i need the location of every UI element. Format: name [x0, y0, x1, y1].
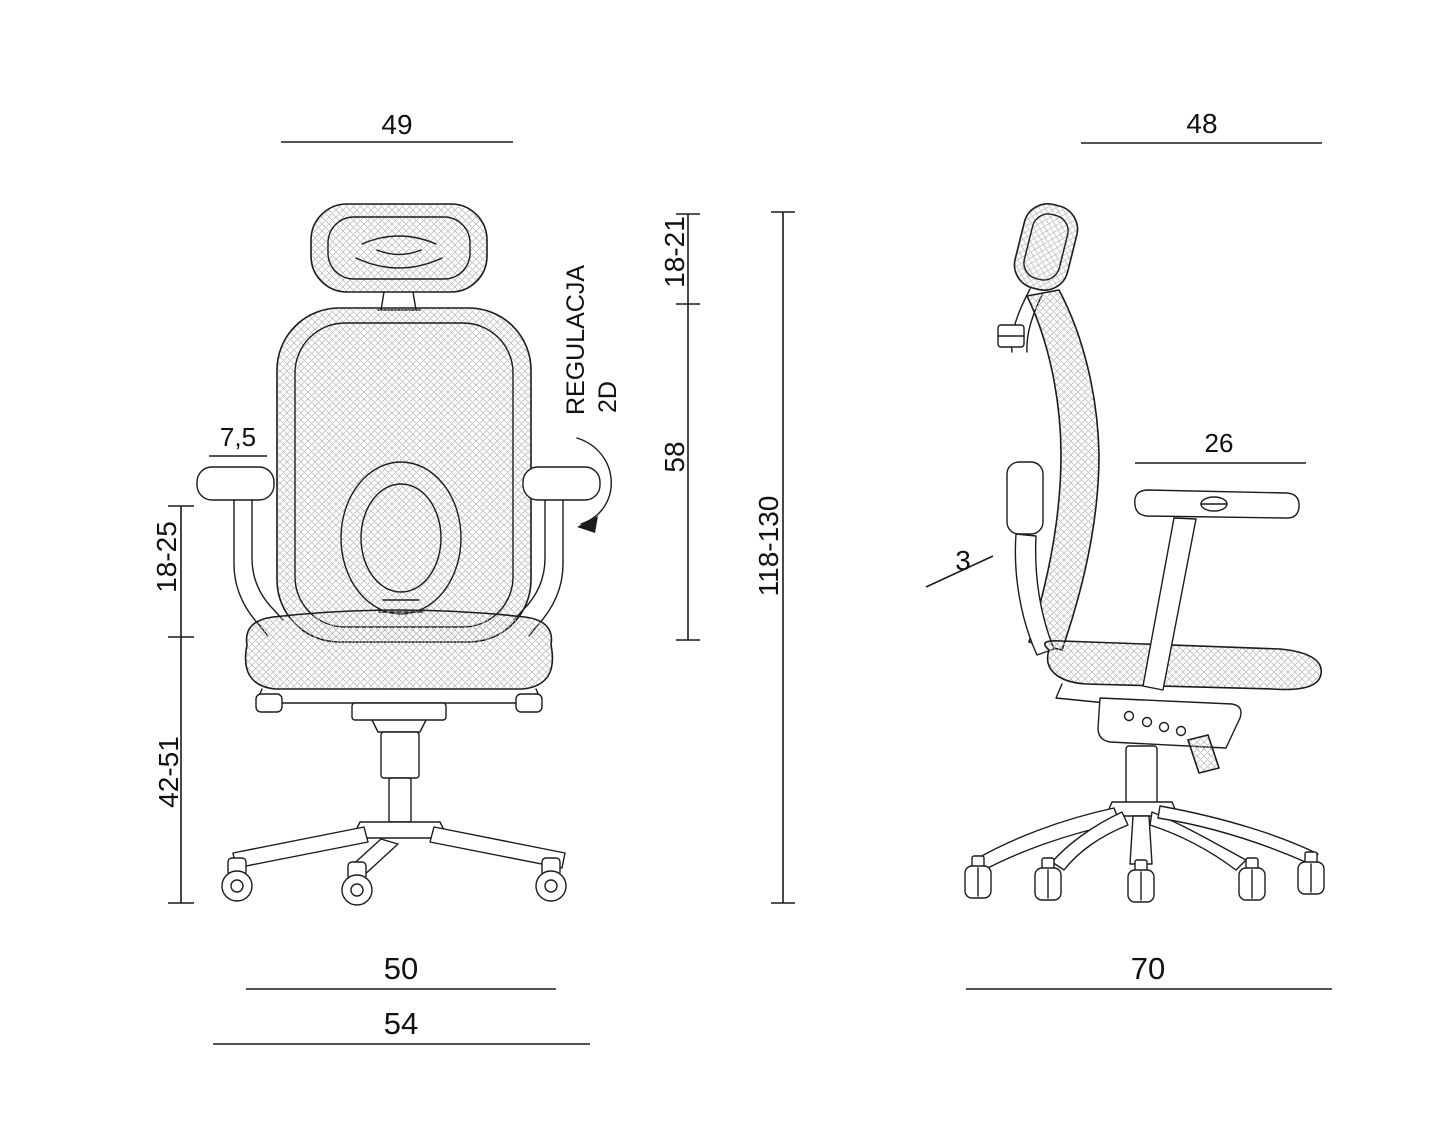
dim-front-seat-height: 42-51: [153, 637, 194, 904]
annotation-regulacja-label: REGULACJA: [562, 265, 590, 415]
side-leg-4: [1149, 811, 1247, 871]
dim-front-armrest-height: 18-25: [151, 505, 194, 638]
front-gas-lift-upper: [380, 731, 420, 779]
dim-front-seat-height-label: 42-51: [153, 736, 184, 808]
side-back-frame-bar: [1014, 533, 1055, 656]
side-caster-4: [1238, 857, 1266, 901]
front-mechanism: [351, 702, 447, 721]
adjustment-arrowhead-icon: [577, 516, 598, 533]
dim-front-headrest-width: 49: [281, 109, 513, 143]
dim-front-backrest-height: 58: [659, 304, 700, 641]
front-view-chair: [196, 203, 612, 906]
dim-side-base-depth-label: 70: [1131, 951, 1165, 986]
side-seat: [1044, 639, 1322, 691]
dim-side-top-depth: 48: [1081, 108, 1322, 144]
front-seat-pan: [255, 688, 543, 704]
front-armrest-pad-left: [196, 466, 275, 501]
dim-front-total-height: 118-130: [753, 211, 795, 904]
dim-side-seat-tilt: 3: [925, 545, 994, 588]
front-armrest-pad-right: [522, 466, 601, 501]
dim-side-seat-tilt-line: [925, 555, 994, 588]
dim-front-backrest-height-line: [676, 304, 700, 641]
annotation-regulacja-2d: REGULACJA 2D: [562, 265, 622, 415]
dim-front-seat-width: 50: [246, 951, 556, 990]
front-base-leg-left: [232, 826, 369, 869]
side-back-frame-top: [1006, 461, 1044, 535]
side-leg-2: [1051, 811, 1129, 871]
front-caster-left: [221, 857, 253, 902]
side-seat-pan: [1055, 683, 1117, 705]
dim-side-base-depth: 70: [966, 951, 1332, 990]
dim-side-armrest-length-label: 26: [1205, 428, 1234, 458]
side-adjust-hole-2: [1141, 716, 1153, 728]
dim-side-seat-tilt-label: 3: [955, 545, 971, 576]
side-gas-lift: [1125, 745, 1158, 805]
front-armrest-support-left: [233, 499, 284, 637]
side-headrest: [1013, 203, 1079, 291]
dim-front-headrest-width-label: 49: [381, 109, 412, 140]
front-base-leg-right: [429, 826, 566, 869]
adjustment-arrow-icon: [576, 437, 612, 525]
front-armrest-mount-left: [255, 693, 283, 713]
dim-front-seat-height-line: [168, 637, 194, 904]
side-mechanism-box: [1097, 697, 1242, 749]
dim-front-base-width: 54: [213, 1006, 590, 1045]
dim-side-top-depth-label: 48: [1186, 108, 1217, 139]
front-caster-right: [535, 857, 567, 902]
side-lever: [1187, 734, 1220, 774]
dim-front-total-height-line: [771, 211, 795, 904]
front-headrest: [310, 203, 488, 293]
side-adjust-hole-4: [1175, 725, 1187, 737]
side-caster-2: [1034, 857, 1062, 901]
dim-front-base-width-label: 54: [384, 1006, 418, 1041]
front-armrest-mount-right: [515, 693, 543, 713]
side-view-chair: [964, 203, 1325, 903]
dim-front-total-height-label: 118-130: [753, 496, 784, 597]
front-headrest-detail: [355, 235, 443, 269]
side-caster-1: [964, 855, 992, 899]
dim-front-headrest-adjust-label: 18-21: [659, 216, 690, 288]
dim-front-armrest-height-label: 18-25: [151, 521, 182, 593]
dim-front-headrest-adjust: 18-21: [659, 213, 700, 305]
side-adjust-hole-3: [1158, 721, 1170, 733]
side-caster-3: [1127, 859, 1155, 903]
dim-front-seat-width-label: 50: [384, 951, 418, 986]
dim-side-armrest-length: 26: [1135, 428, 1306, 464]
side-armrest-support: [1142, 517, 1197, 691]
dim-front-armrest-pad-width: 7,5: [209, 422, 267, 457]
side-leg-3: [1129, 815, 1153, 865]
front-gas-lift-lower: [388, 777, 412, 823]
front-mechanism-taper: [371, 719, 427, 733]
side-adjust-hole-1: [1123, 710, 1135, 722]
front-seat: [244, 609, 554, 690]
annotation-2d-label: 2D: [594, 381, 622, 413]
front-headrest-inner: [327, 216, 471, 280]
front-lumbar-inner: [360, 483, 442, 593]
side-caster-5: [1297, 851, 1325, 895]
dim-front-armrest-pad-width-label: 7,5: [220, 422, 256, 452]
dim-front-backrest-height-label: 58: [659, 441, 690, 472]
front-caster-middle: [341, 861, 373, 906]
